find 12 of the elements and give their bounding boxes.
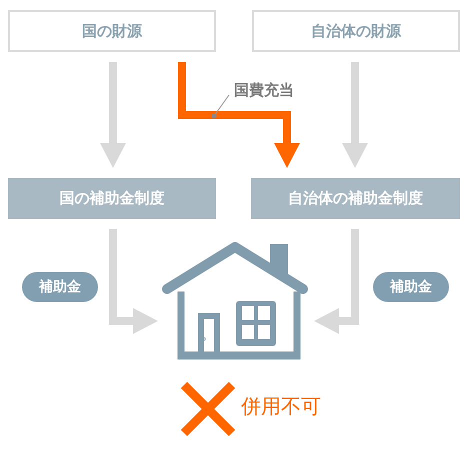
arrow	[342, 62, 368, 168]
arrow	[314, 229, 359, 334]
system-box: 自治体の補助金制度	[251, 178, 460, 219]
system-box: 国の補助金制度	[8, 178, 216, 219]
subsidy-pill: 補助金	[22, 272, 98, 302]
arrow	[109, 229, 158, 334]
source-box: 自治体の財源	[252, 10, 460, 52]
subsidy-pill: 補助金	[373, 272, 449, 302]
arrow	[178, 62, 300, 168]
arrow	[100, 62, 126, 168]
note-text: 併用不可	[241, 393, 321, 420]
source-box: 国の財源	[8, 10, 216, 52]
